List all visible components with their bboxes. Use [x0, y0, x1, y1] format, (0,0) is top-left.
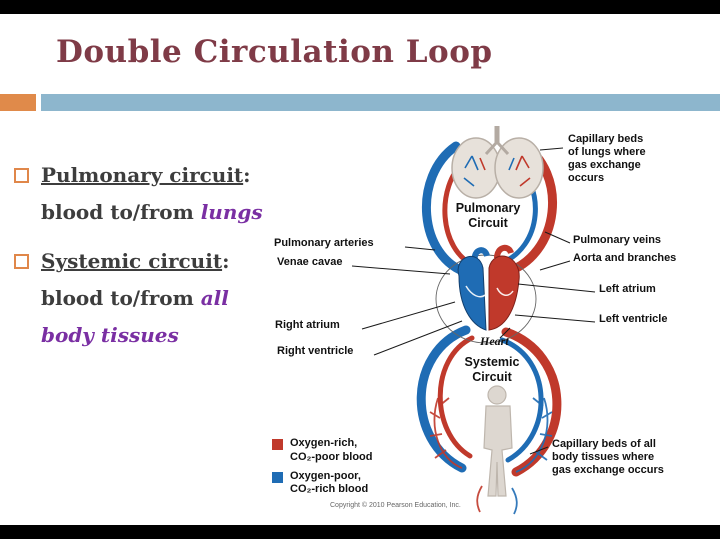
letterbox-top: [0, 0, 720, 14]
label-left-ventricle: Left ventricle: [599, 313, 668, 325]
bullet-list: Pulmonary circuit: blood to/from lungs S…: [12, 157, 280, 366]
label-heart: Heart: [480, 334, 509, 348]
bullet-pulmonary-highlight: lungs: [200, 200, 263, 224]
heart-illustration: [435, 244, 537, 344]
bullet-systemic-highlight: all body tissues: [41, 286, 229, 347]
bullet-systemic: Systemic circuit: blood to/from all body…: [12, 243, 280, 354]
slide-title: Double Circulation Loop: [56, 34, 493, 70]
letterbox-bottom: [0, 525, 720, 539]
label-capillary-lungs: Capillary beds of lungs where gas exchan…: [568, 133, 646, 184]
label-aorta: Aorta and branches: [573, 252, 677, 264]
oxygen-rich-label: Oxygen-rich, CO₂-poor blood: [290, 437, 373, 463]
label-pulmonary-circuit: Pulmonary Circuit: [455, 201, 521, 230]
bullet-pulmonary-lead: Pulmonary circuit: [41, 163, 244, 187]
bullet-systemic-mid: blood to/from: [41, 286, 201, 310]
bullet-systemic-text: Systemic circuit: blood to/from all body…: [41, 243, 271, 354]
legend-oxygen-rich: Oxygen-rich, CO₂-poor blood: [272, 437, 372, 465]
label-left-atrium: Left atrium: [599, 283, 656, 295]
blood-legend: Oxygen-rich, CO₂-poor blood Oxygen-poor,…: [272, 437, 372, 502]
label-capillary-body: Capillary beds of all body tissues where…: [552, 438, 664, 476]
bullet-systemic-lead: Systemic circuit: [41, 249, 223, 273]
accent-blue-bar: [41, 94, 720, 111]
bullet-pulmonary-colon: :: [243, 163, 251, 187]
body-illustration: [429, 385, 553, 515]
oxygen-rich-swatch: [272, 439, 283, 450]
label-pulmonary-veins: Pulmonary veins: [573, 234, 662, 246]
copyright-line: Copyright © 2010 Pearson Education, Inc.: [330, 502, 461, 509]
label-right-atrium: Right atrium: [275, 319, 340, 331]
lungs-illustration: [451, 126, 544, 199]
oxygen-poor-swatch: [272, 471, 283, 483]
oxygen-poor-label: Oxygen-poor, CO₂-rich blood: [290, 469, 369, 496]
circulation-figure: [250, 118, 720, 525]
label-systemic-circuit: Systemic Circuit: [464, 355, 520, 384]
label-right-ventricle: Right ventricle: [277, 345, 354, 357]
bullet-square-icon: [14, 168, 29, 183]
legend-oxygen-poor: Oxygen-poor, CO₂-rich blood: [272, 470, 372, 498]
bullet-pulmonary: Pulmonary circuit: blood to/from lungs: [12, 157, 280, 231]
bullet-systemic-colon: :: [222, 249, 230, 273]
circulation-diagram-art: [351, 126, 596, 515]
leader-lines: [351, 147, 596, 455]
accent-orange-block: [0, 94, 36, 111]
bullet-pulmonary-text: Pulmonary circuit: blood to/from lungs: [41, 157, 271, 231]
bullet-square-icon: [14, 254, 29, 269]
bullet-pulmonary-mid: blood to/from: [41, 200, 201, 224]
label-pulmonary-arteries: Pulmonary arteries: [274, 237, 374, 249]
label-venae-cavae: Venae cavae: [277, 256, 343, 268]
